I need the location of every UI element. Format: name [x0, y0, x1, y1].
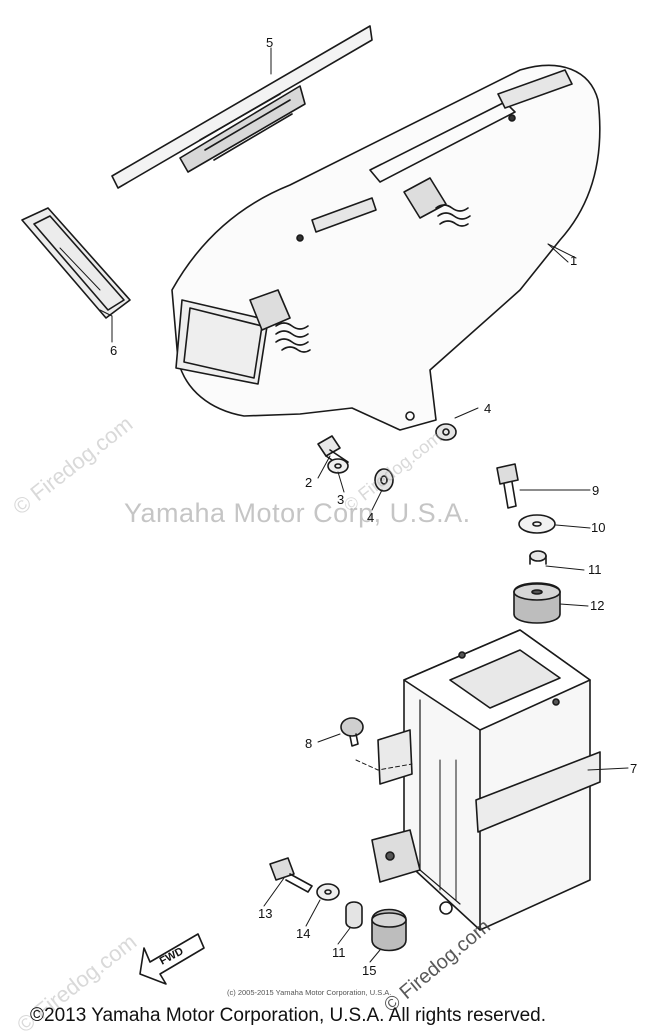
callout-13: 13 [258, 906, 273, 921]
bolt-13 [269, 857, 313, 893]
emblem-strip [111, 25, 373, 189]
yamaha-watermark: Yamaha Motor Corp, U.S.A. [124, 498, 471, 528]
battery-box [371, 629, 601, 931]
callout-4-lower: 4 [367, 510, 375, 525]
callout-6: 6 [110, 343, 118, 358]
rubber-pad [21, 207, 131, 319]
knob-8 [340, 717, 413, 771]
callout-11-upper: 11 [588, 562, 602, 577]
callout-11-lower: 11 [332, 945, 346, 960]
callout-5: 5 [266, 35, 274, 50]
leader-lines [99, 47, 629, 963]
callout-10: 10 [591, 520, 606, 535]
callout-8: 8 [305, 736, 313, 751]
callout-3: 3 [337, 492, 345, 507]
damper-15 [371, 908, 407, 952]
callout-2: 2 [305, 475, 313, 490]
drawing-copyright: (c) 2005-2015 Yamaha Motor Corporation, … [227, 988, 392, 997]
side-cover [171, 64, 601, 431]
footer-copyright: ©2013 Yamaha Motor Corporation, U.S.A. A… [30, 1005, 546, 1026]
grommet-4-upper [435, 423, 457, 441]
fwd-arrow-icon [139, 933, 205, 985]
bolt-9 [496, 463, 519, 509]
callout-7: 7 [630, 761, 638, 776]
washer-14 [316, 883, 340, 901]
washer-3 [327, 458, 349, 474]
callout-9: 9 [592, 483, 600, 498]
callout-15: 15 [362, 963, 377, 978]
grommet-4-lower [374, 468, 394, 492]
callout-4-upper: 4 [484, 401, 492, 416]
collar-11-upper [529, 550, 547, 565]
washer-10 [518, 514, 556, 534]
collar-11-lower [345, 901, 363, 929]
callout-14: 14 [296, 926, 311, 941]
callout-12: 12 [590, 598, 605, 613]
damper-12 [513, 582, 561, 624]
callout-1: 1 [570, 253, 578, 268]
